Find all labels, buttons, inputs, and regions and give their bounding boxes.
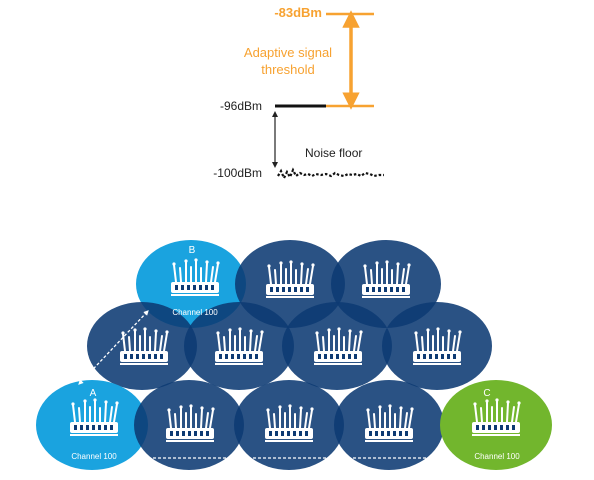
cell-c-channel: Channel 100 <box>474 452 520 461</box>
cell-mid-3 <box>282 302 392 390</box>
threshold-diagram: -83dBm Adaptive signal threshold -96dBm … <box>213 5 384 181</box>
cell-b-letter: B <box>189 245 196 256</box>
cell-b-channel: Channel 100 <box>172 308 218 317</box>
cell-a-channel: Channel 100 <box>71 452 117 461</box>
cell-a-letter: A <box>90 388 97 399</box>
link-a-b-arrow <box>78 310 149 385</box>
threshold-label-line2: threshold <box>261 62 314 77</box>
noise-floor-line <box>277 167 384 181</box>
cell-bot-2 <box>134 380 244 470</box>
noise-floor-label: Noise floor <box>305 146 362 160</box>
mid-value-label: -96dBm <box>220 99 262 113</box>
threshold-label-line1: Adaptive signal <box>244 45 332 60</box>
top-value-label: -83dBm <box>274 5 322 20</box>
bottom-value-label: -100dBm <box>213 166 262 180</box>
cell-c-letter: C <box>483 388 490 399</box>
